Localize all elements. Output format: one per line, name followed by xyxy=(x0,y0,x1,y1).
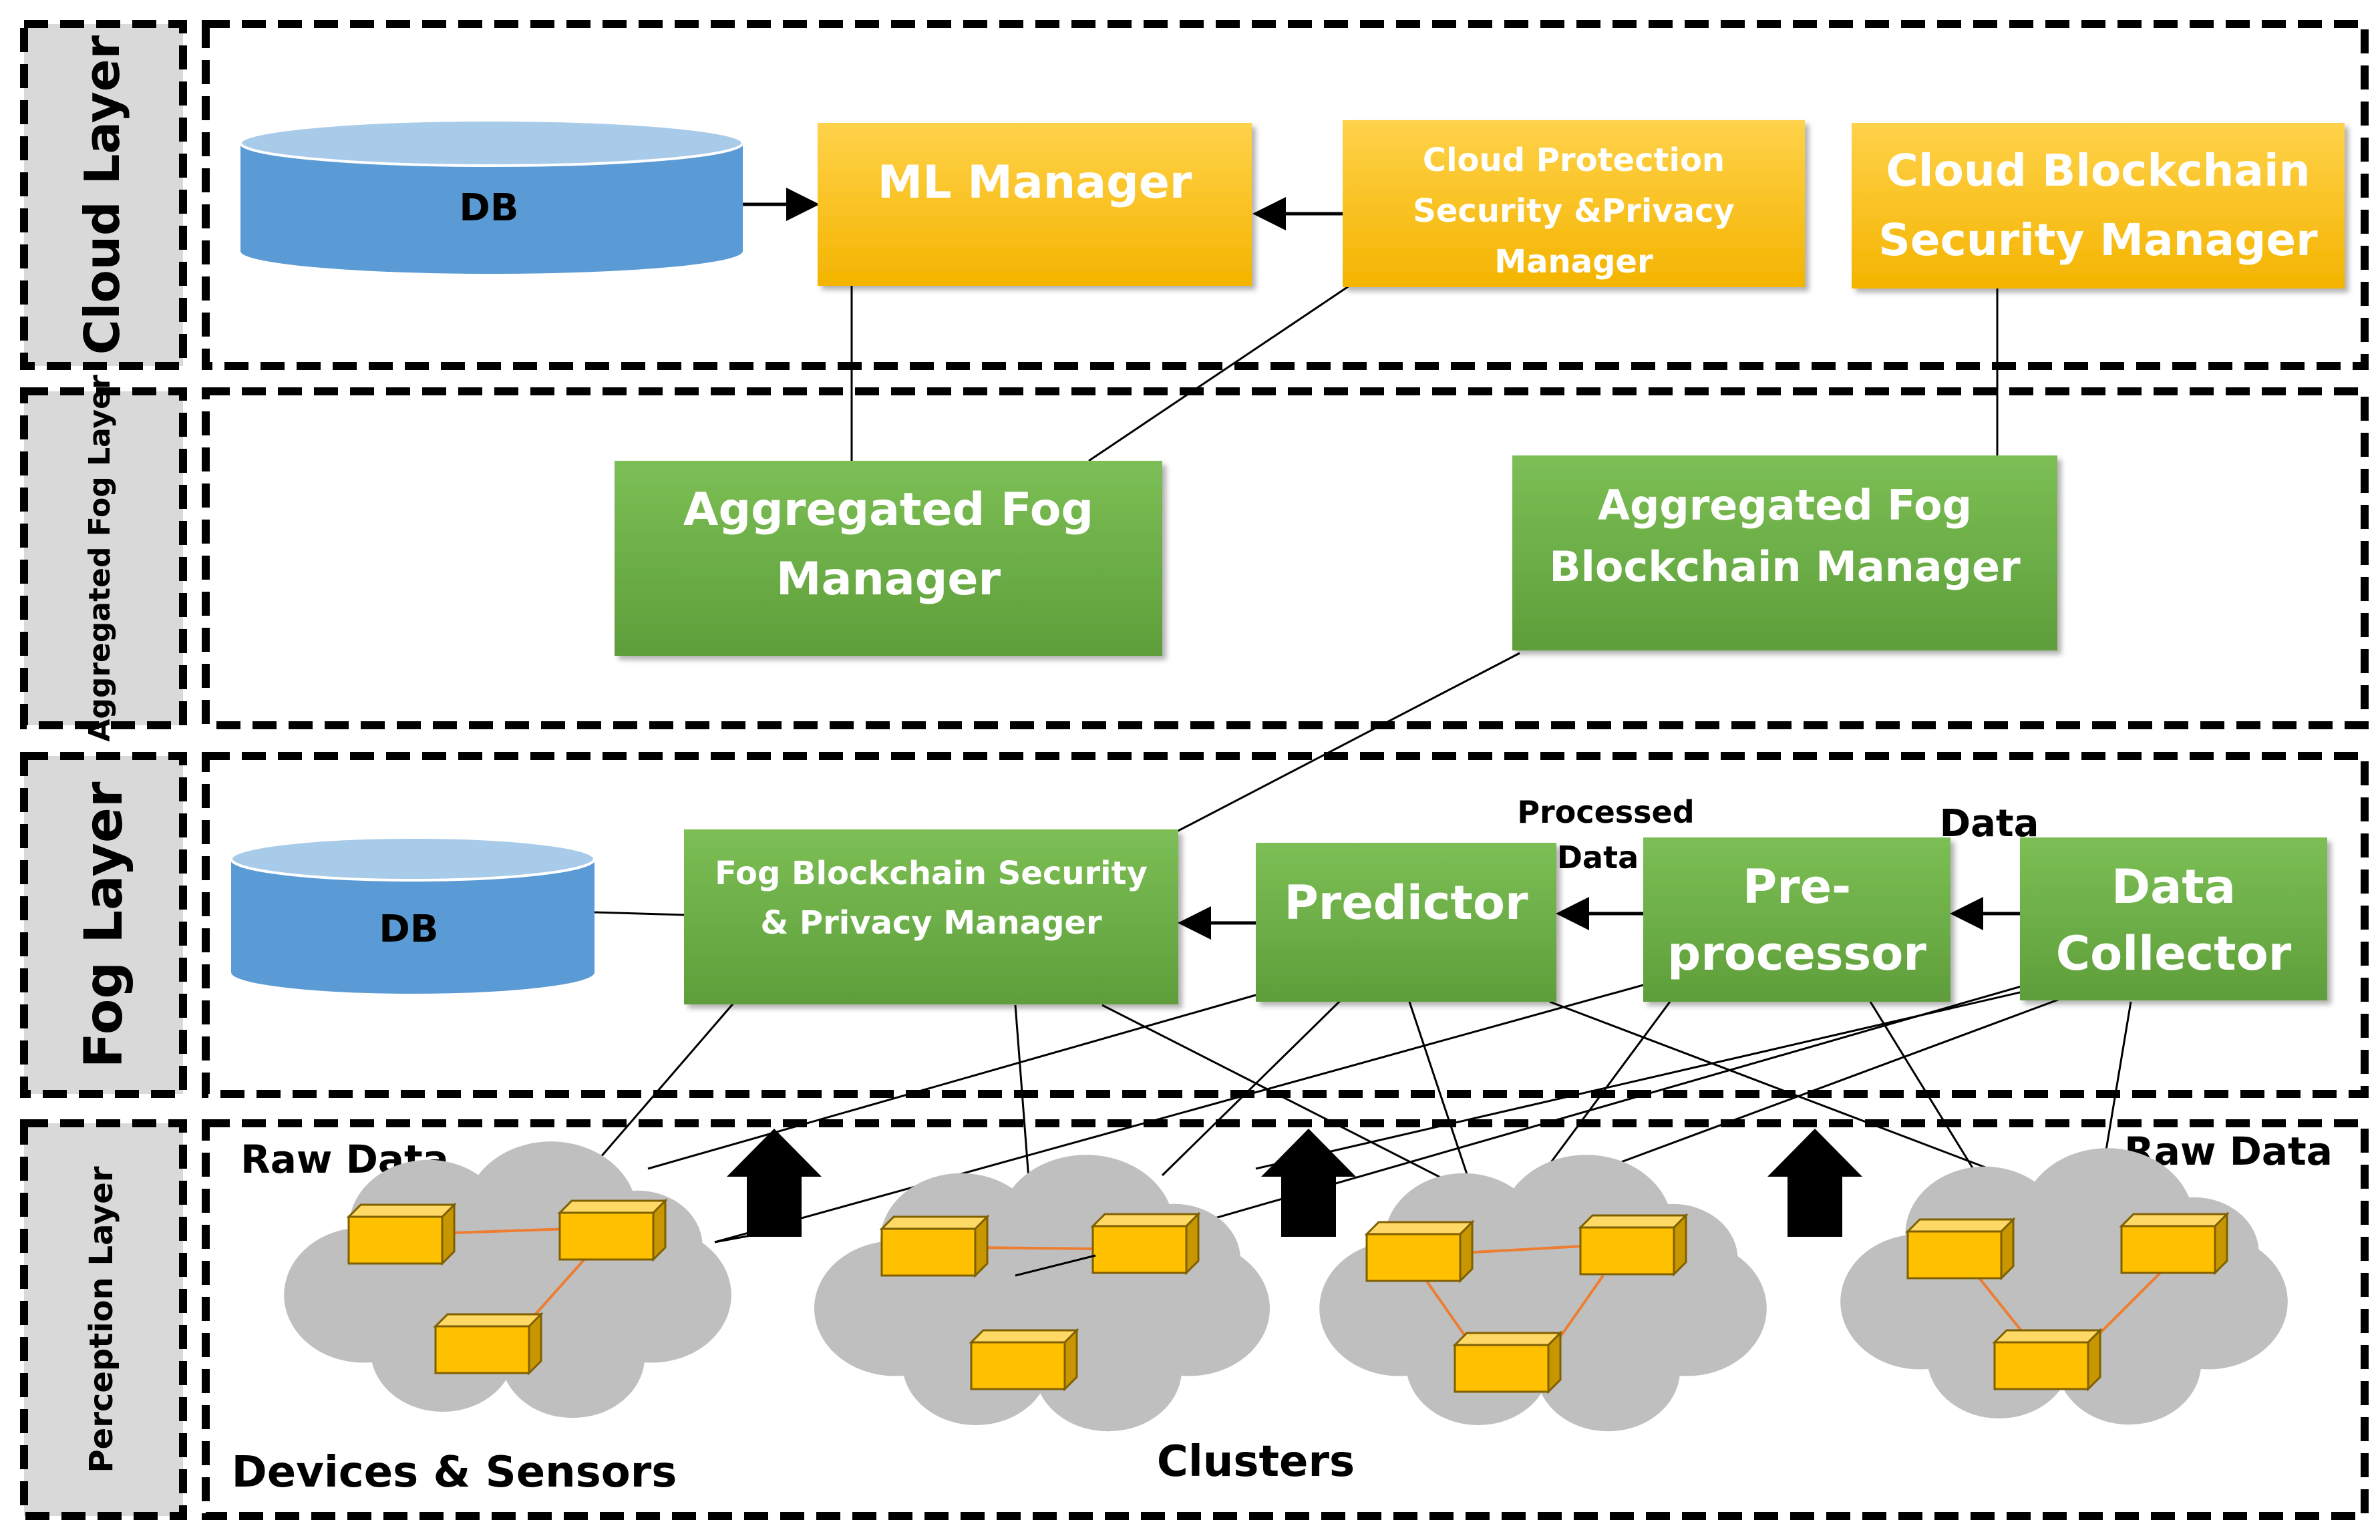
fog-layer-label: Fog Layer xyxy=(74,781,134,1068)
data-collector-box: Data Collector xyxy=(2020,837,2327,1000)
processed-data-label: Processed Data xyxy=(1517,794,1694,876)
layer-label-fog: Fog Layer xyxy=(20,752,187,1098)
database-icon xyxy=(239,119,744,274)
cloud-protection-label-line2: Security &Privacy xyxy=(1413,192,1734,230)
cloud-cluster-icon xyxy=(814,1155,1270,1432)
up-arrow-icon xyxy=(1767,1129,1862,1237)
predictor-label: Predictor xyxy=(1285,876,1528,930)
device-icon xyxy=(347,1203,456,1265)
aggregated-fog-manager-line2: Manager xyxy=(776,553,1001,606)
ml-manager-box: ML Manager xyxy=(818,123,1252,286)
device-icon xyxy=(2120,1213,2228,1274)
device-icon xyxy=(1454,1332,1562,1393)
cloud-db-label: DB xyxy=(459,186,518,230)
up-arrow-icon xyxy=(727,1129,822,1237)
fog-blockchain-privacy-manager-box: Fog Blockchain Security & Privacy Manage… xyxy=(684,829,1178,1004)
cloud-db: DB xyxy=(239,119,744,274)
aggregated-fog-layer-frame xyxy=(202,387,2369,729)
cloud-blockchain-manager-box: Cloud Blockchain Security Manager xyxy=(1852,123,2345,288)
layer-label-aggregated-fog: Aggregated Fog Layer xyxy=(20,375,187,742)
aggregated-fog-layer-label: Aggregated Fog Layer xyxy=(83,375,117,742)
device-icon xyxy=(558,1199,667,1261)
device-icon xyxy=(1906,1218,2015,1280)
device-icon xyxy=(880,1215,989,1277)
cloud-blockchain-label-line1: Cloud Blockchain xyxy=(1886,145,2310,196)
device-icon xyxy=(434,1313,542,1374)
predictor-box: Predictor xyxy=(1256,843,1556,1002)
fog-blockchain-line1: Fog Blockchain Security xyxy=(715,855,1148,892)
cloud-cluster-icon xyxy=(284,1141,731,1418)
cloud-cluster-icon xyxy=(1840,1148,2288,1425)
cluster-link-lines xyxy=(714,1225,1096,1277)
perception-layer-label: Perception Layer xyxy=(83,1166,120,1473)
cloud-protection-manager-box: Cloud Protection Security &Privacy Manag… xyxy=(1343,120,1805,287)
fog-db-label: DB xyxy=(379,908,438,951)
cloud-layer-frame xyxy=(202,20,2369,370)
aggregated-fog-manager-box: Aggregated Fog Manager xyxy=(615,461,1162,656)
layer-label-cloud: Cloud Layer xyxy=(20,20,187,370)
aggregated-fog-blockchain-manager-box: Aggregated Fog Blockchain Manager xyxy=(1512,455,2057,650)
preprocessor-box: Pre- processor xyxy=(1643,837,1950,1002)
cloud-protection-label-line3: Manager xyxy=(1494,243,1653,280)
data-collector-line2: Collector xyxy=(2056,926,2292,981)
cloud-blockchain-label-line2: Security Manager xyxy=(1878,214,2318,266)
up-arrow-icons xyxy=(727,1129,1862,1237)
cloud-layer-label: Cloud Layer xyxy=(74,35,130,355)
clusters-label: Clusters xyxy=(1157,1437,1355,1487)
ml-manager-label: ML Manager xyxy=(878,156,1192,209)
cloud-cluster-icon xyxy=(1319,1155,1767,1432)
up-arrow-icon xyxy=(1261,1129,1356,1237)
data-collector-line1: Data xyxy=(2111,859,2236,914)
device-icon xyxy=(970,1329,1078,1390)
perception-layer-frame xyxy=(202,1119,2369,1520)
cloud-protection-label-line1: Cloud Protection xyxy=(1423,142,1725,179)
aggregated-blockchain-line1: Aggregated Fog xyxy=(1598,481,1972,530)
aggregated-blockchain-line2: Blockchain Manager xyxy=(1549,542,2021,591)
device-icon xyxy=(1091,1213,1200,1274)
aggregated-fog-manager-line1: Aggregated Fog xyxy=(683,484,1093,536)
preprocessor-line1: Pre- xyxy=(1743,859,1851,914)
fog-blockchain-line2: & Privacy Manager xyxy=(760,904,1102,942)
device-icon xyxy=(1993,1329,2101,1390)
devices-sensors-label: Devices & Sensors xyxy=(232,1448,677,1497)
database-icon xyxy=(230,836,596,994)
processed-data-line2: Data xyxy=(1557,839,1639,876)
device-icon xyxy=(1365,1221,1474,1282)
processed-data-line1: Processed xyxy=(1517,794,1694,830)
preprocessor-line2: processor xyxy=(1667,926,1926,981)
fog-db: DB xyxy=(230,836,596,994)
layer-label-perception: Perception Layer xyxy=(20,1119,187,1520)
device-icon xyxy=(1579,1214,1687,1276)
fog-layer-frame xyxy=(202,752,2369,1098)
